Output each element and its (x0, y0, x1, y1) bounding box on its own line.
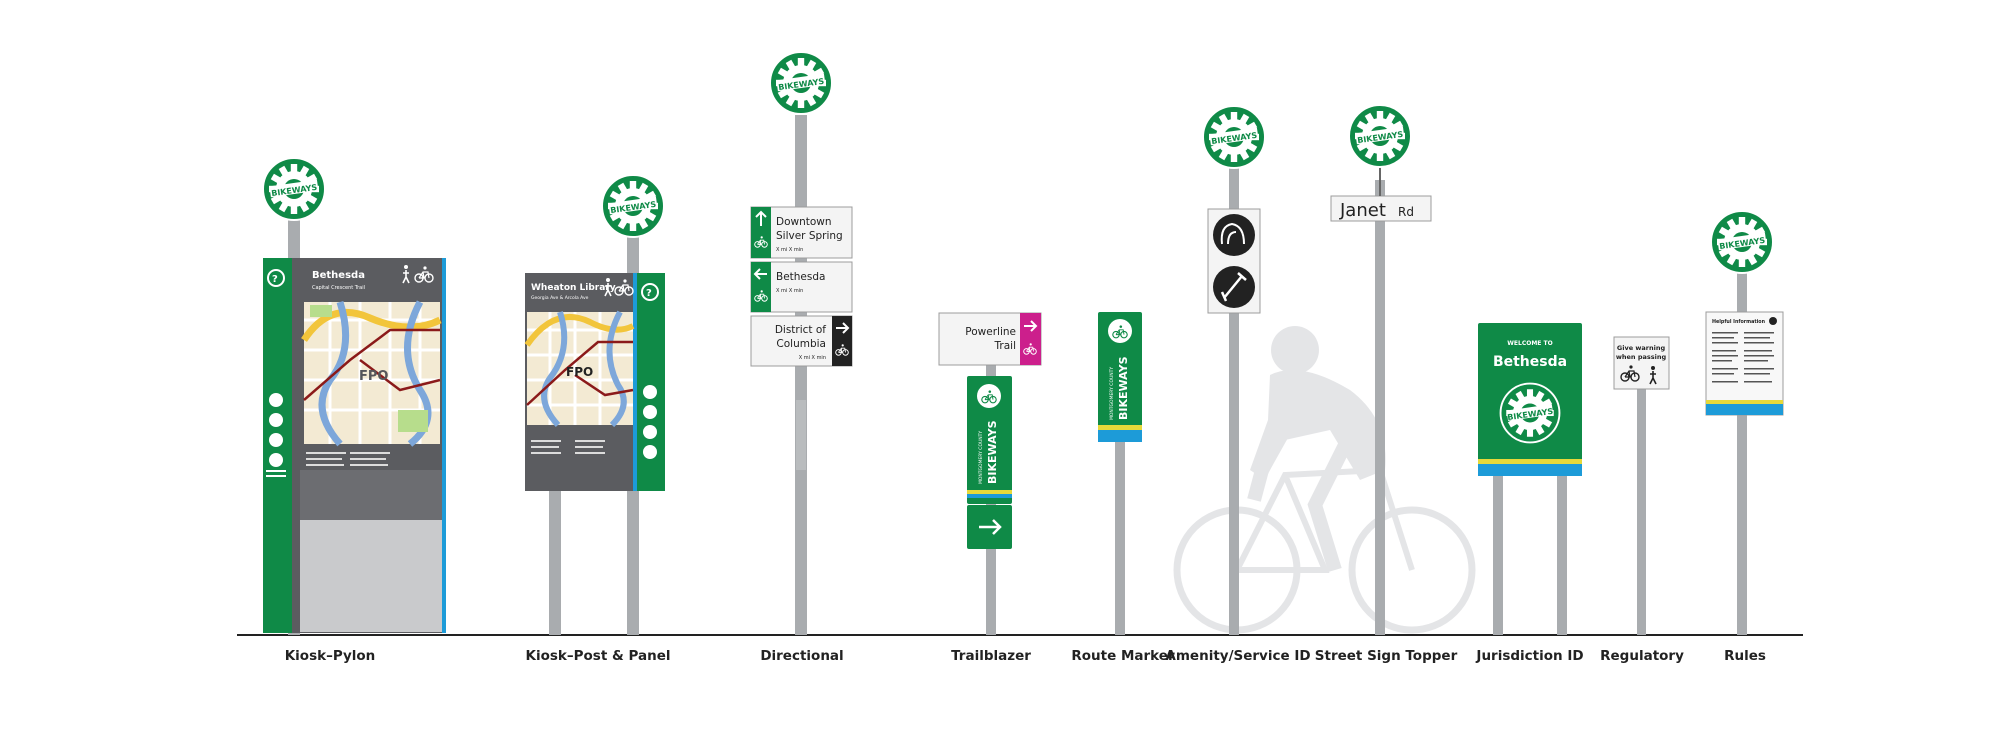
trailblazer-sign: Powerline Trail BIKEWAYS MONTGOMERY COUN… (938, 312, 1042, 635)
bike-rack-icon (1213, 214, 1255, 256)
trail-marker-brand: BIKEWAYS (986, 420, 999, 484)
trail-marker-county: MONTGOMERY COUNTY (978, 431, 984, 484)
trail-line1: Powerline (965, 326, 1016, 338)
dir1-line1: Downtown (776, 216, 832, 228)
pylon-fpo: FPO (359, 369, 388, 384)
street-suffix: Rd (1398, 205, 1414, 219)
panel-title: Wheaton Library (531, 283, 616, 293)
dir3-line1: District of (775, 324, 826, 336)
regulatory-sign: Give warning when passing (1613, 336, 1670, 635)
dir3-line2: Columbia (776, 338, 826, 350)
dir2-meta: X mi X min (776, 288, 803, 294)
jurisdiction-sign: WELCOME TO Bethesda BIKEWAYS (1478, 323, 1582, 635)
dir3-meta: X mi X min (799, 355, 826, 361)
route-marker-brand: BIKEWAYS (1117, 356, 1130, 420)
jurisdiction-place: Bethesda (1493, 354, 1567, 370)
panel-subtitle: Georgia Ave & Arcola Ave (531, 295, 589, 301)
rules-info-icon (1769, 317, 1777, 325)
arrow-left-icon (753, 268, 767, 280)
rules-sign: Helpful Information BIKEWAYS (1705, 210, 1784, 635)
rules-title: Helpful Information (1712, 319, 1766, 325)
arrow-up-icon (755, 210, 767, 226)
panel-map (524, 310, 635, 428)
route-marker-sign: BIKEWAYS MONTGOMERY COUNTY (1098, 312, 1142, 635)
route-marker-bike-circle (1108, 319, 1132, 343)
kiosk-pylon: FPO Bethesda Capital Crescent Trail ? BI… (262, 157, 446, 635)
label-jurisdiction: Jurisdiction ID (1475, 648, 1583, 664)
dir1-meta: X mi X min (776, 247, 803, 253)
svg-text:?: ? (272, 274, 278, 285)
route-marker-county: MONTGOMERY COUNTY (1109, 367, 1115, 420)
pylon-title: Bethesda (312, 270, 365, 281)
label-rules: Rules (1724, 648, 1766, 664)
regulatory-line1: Give warning (1617, 344, 1666, 352)
street-name: Janet (1339, 200, 1386, 221)
pylon-subtitle: Capital Crescent Trail (312, 285, 365, 291)
panel-fpo: FPO (566, 365, 593, 379)
cyclist-silhouette (1173, 326, 1476, 634)
trail-arrow-right-icon (1024, 320, 1038, 332)
trail-marker-bike-circle (977, 384, 1001, 408)
label-street-topper: Street Sign Topper (1315, 648, 1458, 664)
trail-plate-arrow-icon (979, 519, 1002, 535)
dir2-line1: Bethesda (776, 271, 825, 283)
label-route-marker: Route Marker (1071, 648, 1175, 664)
street-sign-topper: Janet Rd BIKEWAYS (1330, 104, 1432, 635)
label-kiosk-post-panel: Kiosk–Post & Panel (526, 648, 671, 664)
no-motor-icon (269, 453, 283, 467)
label-regulatory: Regulatory (1600, 648, 1684, 664)
walk-rule-icon (269, 413, 283, 427)
no-car-icon (269, 433, 283, 447)
arrow-right-icon (836, 322, 850, 334)
panel-help-icon (641, 283, 659, 301)
kiosk-post-panel: FPO Wheaton Library Georgia Ave & Arcola… (524, 174, 665, 635)
jurisdiction-welcome: WELCOME TO (1507, 340, 1552, 347)
bike-rule-icon (269, 393, 283, 407)
label-directional: Directional (760, 648, 843, 664)
pylon-map (301, 300, 442, 447)
help-icon (267, 269, 285, 287)
label-kiosk-pylon: Kiosk–Pylon (285, 648, 376, 664)
ground-line (237, 634, 1803, 636)
trail-line2: Trail (994, 340, 1016, 352)
regulatory-line2: when passing (1616, 353, 1667, 361)
label-trailblazer: Trailblazer (951, 648, 1031, 664)
label-amenity: Amenity/Service ID (1165, 648, 1310, 664)
amenity-service-sign: BIKEWAYS (1202, 105, 1266, 635)
dir1-line2: Silver Spring (776, 230, 843, 242)
svg-text:?: ? (646, 288, 652, 299)
directional-sign: Downtown Silver Spring X mi X min Bethes… (750, 51, 853, 635)
